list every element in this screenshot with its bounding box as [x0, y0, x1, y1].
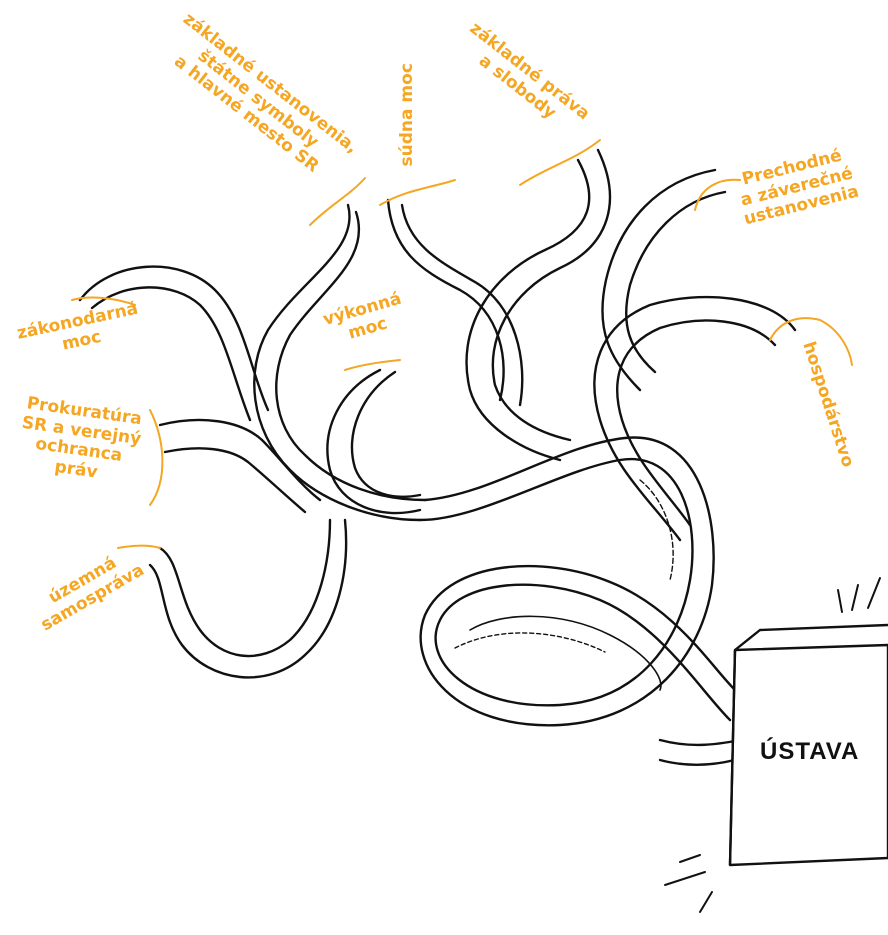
label-prokuratura: Prokuratúra SR a verejný ochranca práv — [20, 393, 144, 483]
tentacle-prechodne — [601, 168, 727, 392]
label-arcs — [71, 139, 853, 549]
motion-lines — [664, 577, 881, 913]
constitution-book — [728, 623, 888, 867]
tentacle-zakladne-ustanovenia — [253, 203, 427, 522]
tentacle-vykonna-moc — [326, 368, 422, 515]
tentacle-sudna-moc — [386, 198, 524, 407]
tentacle-hospodarstvo — [593, 295, 797, 542]
tentacle-prokuratura — [158, 418, 322, 514]
book-title: ÚSTAVA — [760, 738, 860, 765]
tentacle-knot — [418, 436, 744, 766]
tentacle-uzemna-samosprava — [148, 518, 348, 679]
label-sudna-moc: súdna moc — [396, 63, 417, 167]
tentacle-zakonodarna-moc — [78, 265, 270, 422]
tentacle-zakladne-prava — [465, 148, 612, 462]
